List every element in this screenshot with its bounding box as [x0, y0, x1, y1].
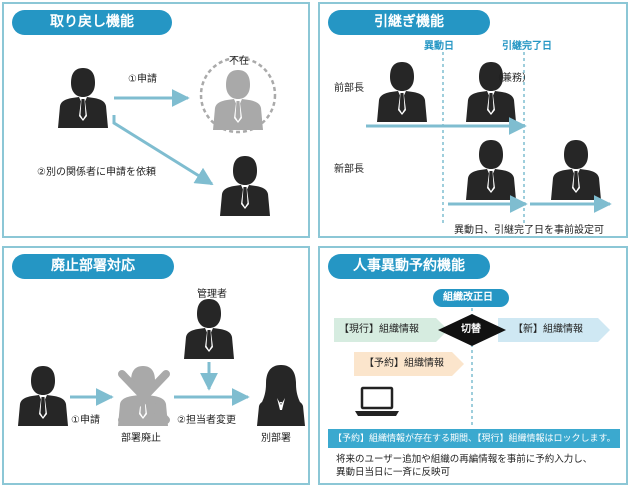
revision-date-label: 組織改正日 — [443, 292, 493, 303]
handover-diagram — [366, 52, 612, 224]
admin-label: 管理者 — [197, 289, 227, 300]
abolished-label: 部署廃止 — [121, 433, 161, 444]
other-dept-label: 別部署 — [261, 433, 291, 444]
switch-label: 切替 — [461, 324, 481, 335]
admin-person-icon — [184, 299, 234, 359]
abolished-dept-panel: 廃止部署対応 管理者 ①申請 部署廃止 ②担当者変更 別部署 — [2, 246, 310, 485]
abolished-dept-diagram — [18, 299, 305, 426]
apply-label: ①申請 — [71, 415, 100, 426]
concurrent-label: （兼務） — [492, 73, 532, 84]
new-info-box — [498, 318, 610, 342]
prev-manager-person-icon — [377, 62, 427, 122]
reserved-info-label: 【予約】組織情報 — [364, 358, 444, 369]
reserved-info-box — [354, 352, 464, 376]
reservation-diagram — [328, 289, 620, 448]
reassign-arrow — [112, 115, 214, 186]
abolished-dept-title: 廃止部署対応 — [12, 254, 174, 279]
current-info-box — [334, 318, 448, 342]
transfer-date-label: 異動日 — [424, 41, 454, 52]
abolished-cross-icon — [118, 370, 170, 424]
new-info-label: 【新】組織情報 — [513, 324, 583, 335]
reassign-label: ②別の関係者に申請を依頼 — [37, 167, 156, 178]
recall-title: 取り戻し機能 — [12, 10, 172, 35]
handover-footnote: 異動日、引継完了日を事前設定可 — [454, 225, 604, 236]
change-assignee-label: ②担当者変更 — [177, 415, 236, 426]
applicant-person-icon — [58, 68, 108, 128]
current-info-label: 【現行】組織情報 — [339, 324, 419, 335]
apply-label: ①申請 — [128, 74, 157, 85]
prev-manager-label: 前部長 — [334, 83, 364, 94]
new-manager-final-person-icon — [551, 140, 601, 200]
lock-note: 【予約】組織情報が存在する期間、【現行】組織情報はロックします。 — [333, 434, 616, 444]
other-party-person-icon — [220, 156, 270, 216]
recall-panel: 取り戻し機能 ①申請 不在 ②別の関係者に申請を依頼 — [2, 2, 310, 238]
personnel-reservation-panel: 人事異動予約機能 組織改正日 【現行】組織情報 切替 【新】組織情報 【予約】組… — [318, 246, 628, 485]
applicant-person-icon — [18, 366, 68, 426]
new-manager-person-icon — [466, 140, 516, 200]
description-line-2: 異動日当日に一斉に反映可 — [336, 467, 451, 478]
laptop-icon — [355, 386, 399, 416]
other-dept-person-icon — [257, 365, 305, 426]
revision-date-pill — [433, 289, 509, 307]
handover-panel: 引継ぎ機能 異動日 引継完了日 前部長 （兼務） 新部長 異動日、引継完了日を事… — [318, 2, 628, 238]
lock-note-bar — [328, 429, 620, 448]
new-manager-label: 新部長 — [334, 164, 364, 175]
switch-diamond-icon — [438, 314, 506, 346]
handover-title: 引継ぎ機能 — [328, 10, 490, 35]
prev-manager-concurrent-person-icon — [466, 62, 516, 122]
personnel-reservation-title: 人事異動予約機能 — [328, 254, 490, 279]
description-line-1: 将来のユーザー追加や組織の再編情報を事前に予約入力し、 — [336, 454, 593, 465]
recall-diagram — [58, 56, 277, 216]
handover-done-label: 引継完了日 — [502, 41, 552, 52]
absent-label: 不在 — [229, 56, 249, 67]
